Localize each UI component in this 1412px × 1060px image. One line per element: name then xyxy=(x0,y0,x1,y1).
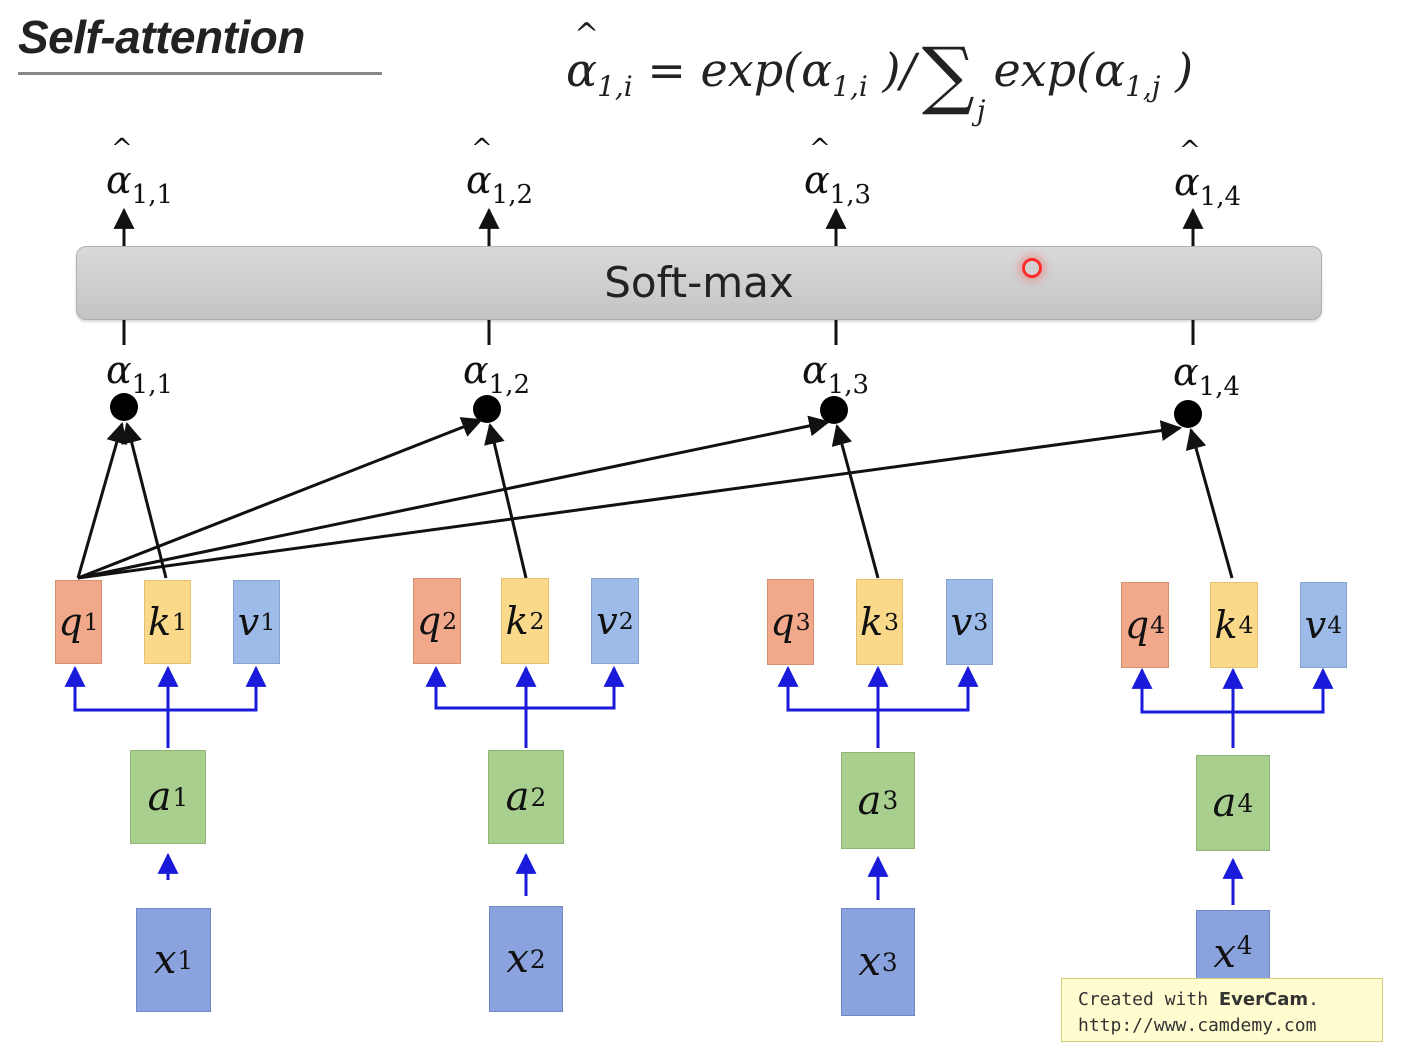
input-alpha-4: α1,4 xyxy=(1173,350,1241,402)
blue-connector-col-3 xyxy=(777,665,979,900)
input-alpha-3: α1,3 xyxy=(802,348,870,400)
title-underline xyxy=(18,72,382,75)
formula-alpha-hat: α^ xyxy=(566,17,599,97)
output-alpha-hat-1: α1,1 xyxy=(106,134,173,210)
softmax-bar: Soft-max xyxy=(76,246,1322,320)
slide-title: Self-attention xyxy=(18,11,305,63)
k3-to-node-3 xyxy=(831,423,880,579)
formula-sum-symbol: ∑ xyxy=(921,32,975,118)
blue-connector-col-1 xyxy=(64,665,267,880)
formula-lhs-sub: 1,i xyxy=(597,70,633,103)
watermark-line-1: Created with EverCam. xyxy=(1078,989,1319,1010)
watermark-url: http://www.camdemy.com xyxy=(1078,1015,1317,1036)
blue-connector-col-2 xyxy=(425,665,625,896)
formula-lhs: α xyxy=(566,43,598,97)
dot-product-node-4 xyxy=(1174,400,1202,428)
q1-to-node-1 xyxy=(76,421,127,579)
evercam-watermark: Created with EverCam. http://www.camdemy… xyxy=(1061,978,1383,1042)
formula-eq: = exp(α xyxy=(632,43,833,97)
formula-rhs-sub: 1,j xyxy=(1125,70,1161,103)
pointer-cursor-icon xyxy=(1022,258,1042,278)
formula-sum-index: j xyxy=(976,94,986,127)
formula-rhs: exp(α xyxy=(993,43,1126,97)
blue-connector-col-4 xyxy=(1131,667,1334,905)
output-alpha-hat-4: α1,4 xyxy=(1174,136,1241,212)
formula-hat-accent: ^ xyxy=(574,17,600,52)
softmax-formula: α^1,i = exp(α1,i )/∑jexp(α1,j ) xyxy=(566,17,1194,127)
watermark-brand: EverCam xyxy=(1218,989,1309,1010)
dot-product-node-2 xyxy=(473,395,501,423)
q1-to-node-3 xyxy=(77,415,831,580)
k2-to-node-2 xyxy=(484,422,528,579)
input-alpha-1: α1,1 xyxy=(106,348,174,400)
q1-to-node-2 xyxy=(77,417,483,580)
dot-product-node-1 xyxy=(110,393,138,421)
dot-product-node-3 xyxy=(820,396,848,424)
k4-to-node-4 xyxy=(1185,427,1234,579)
formula-mid: )/ xyxy=(867,43,916,97)
formula-mid-sub: 1,i xyxy=(832,70,868,103)
input-alpha-2: α1,2 xyxy=(463,348,531,400)
k1-to-node-1 xyxy=(121,421,168,579)
output-alpha-hat-2: α1,2 xyxy=(466,134,533,210)
output-alpha-hat-3: α1,3 xyxy=(804,134,871,210)
formula-close: ) xyxy=(1160,43,1194,97)
q1-to-node-4 xyxy=(77,420,1183,580)
